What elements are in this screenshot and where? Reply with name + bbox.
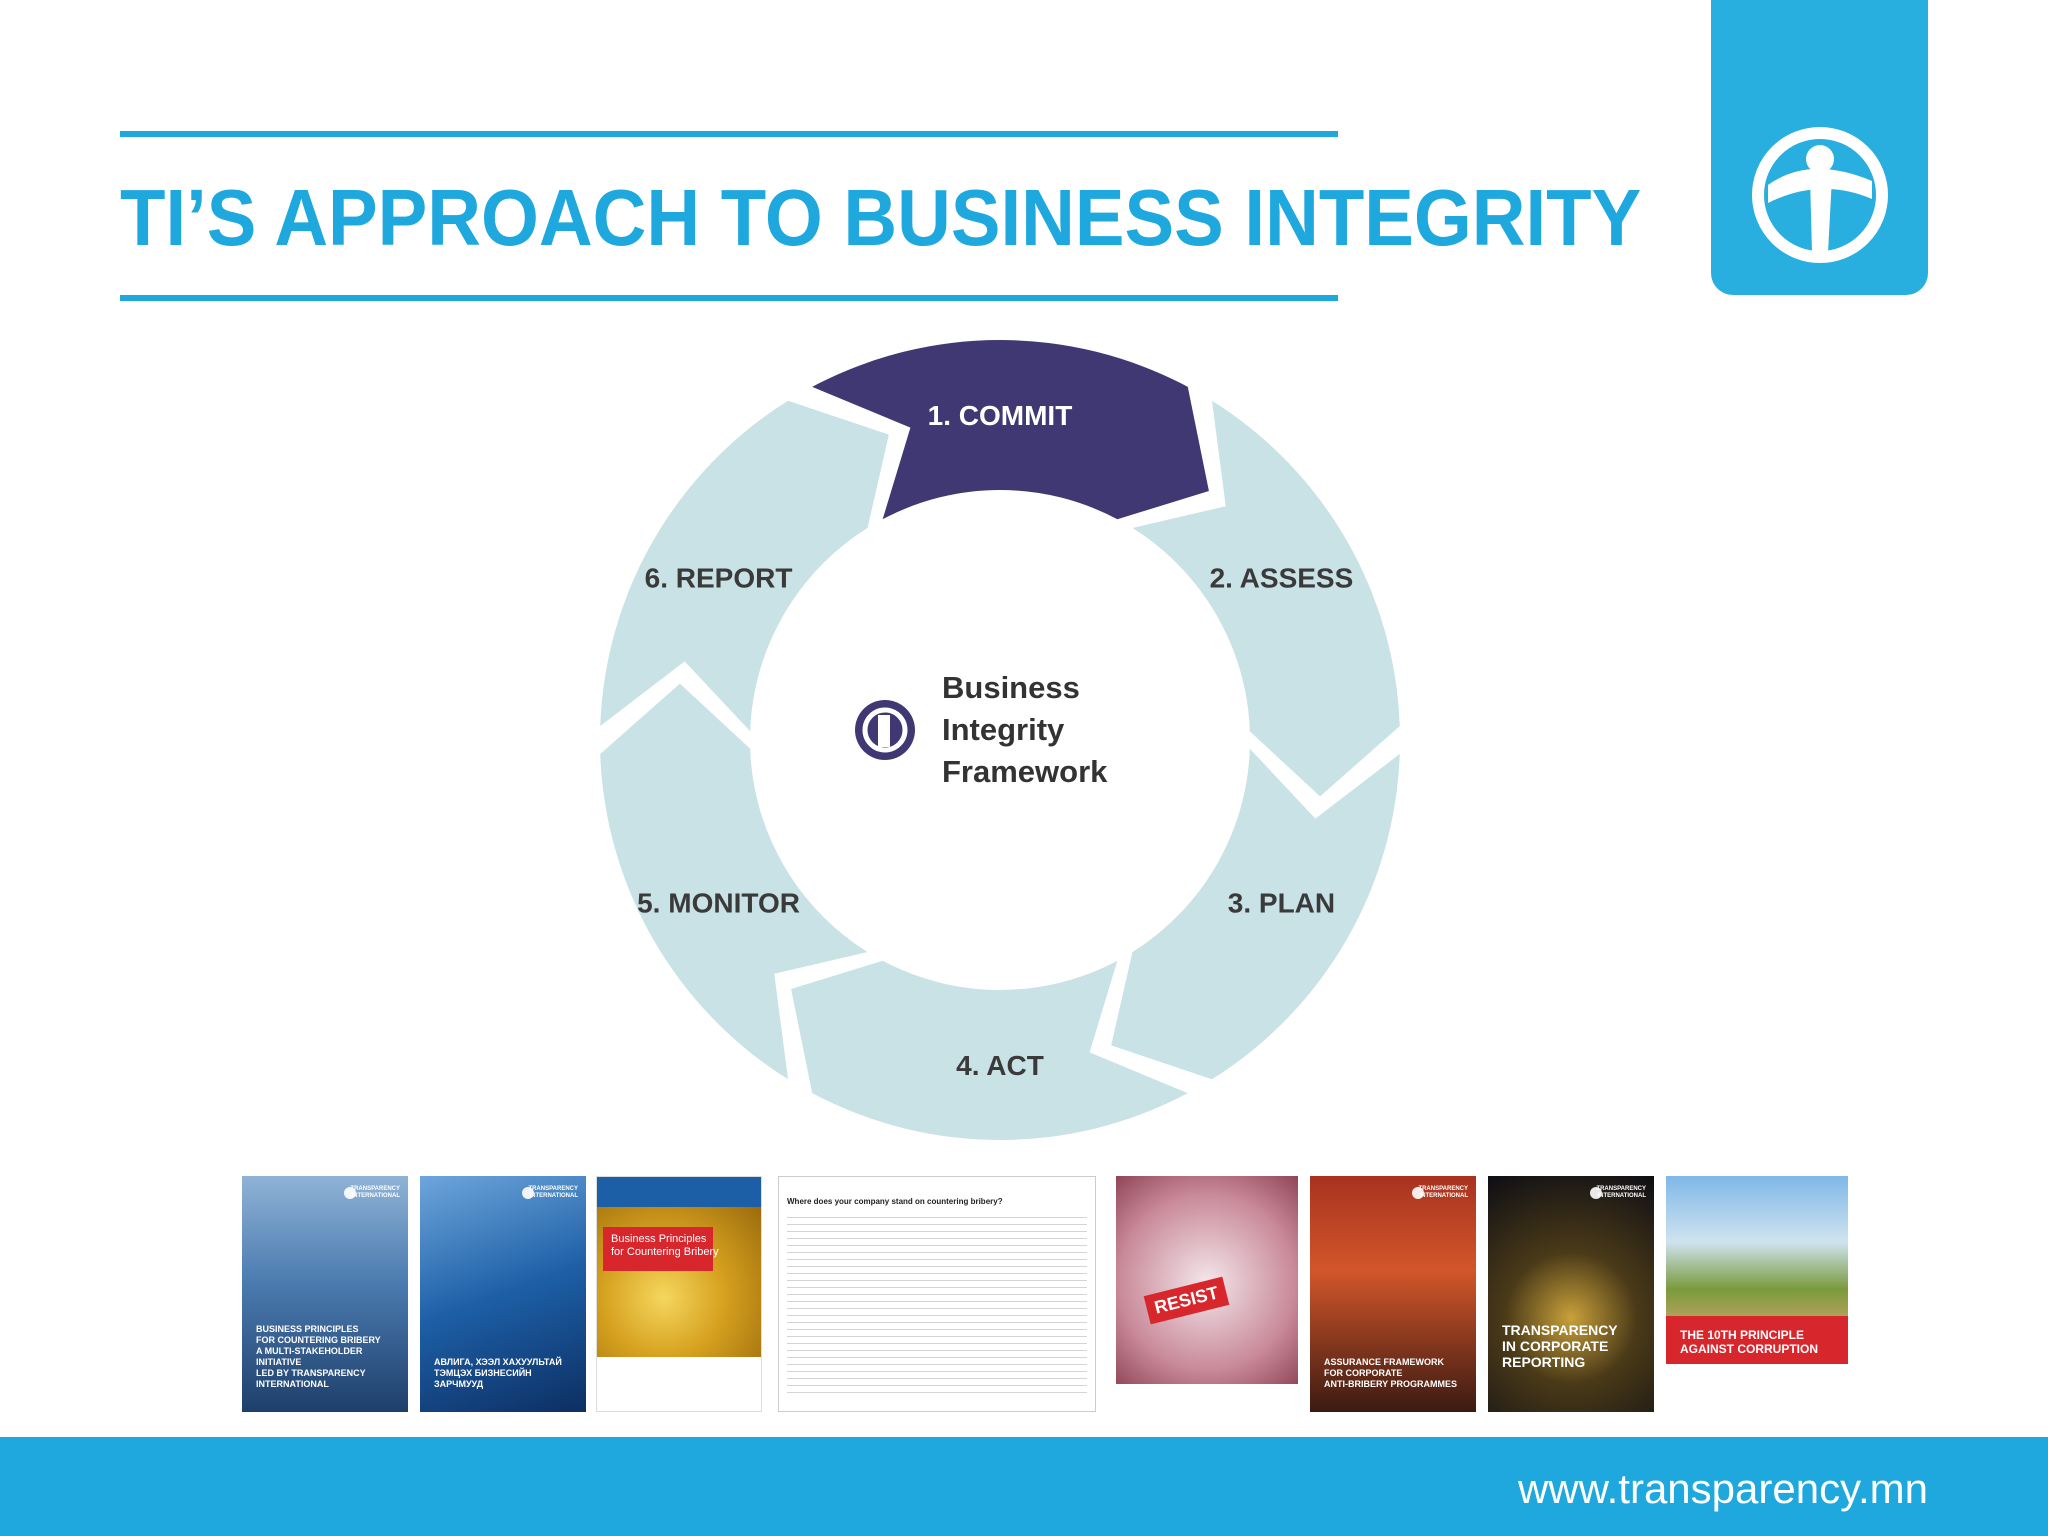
publication-cover-1[interactable]: TRANSPARENCY INTERNATIONAL BUSINESS PRIN… xyxy=(242,1176,408,1412)
publication-cover-7[interactable]: TRANSPARENCY INTERNATIONAL TRANSPARENCY … xyxy=(1488,1176,1654,1412)
cycle-stage-2 xyxy=(1132,400,1400,797)
center-line-3: Framework xyxy=(942,754,1108,789)
cycle-stage-5 xyxy=(600,683,868,1080)
website-url[interactable]: www.transparency.mn xyxy=(1517,1465,1928,1512)
cycle-stage-4 xyxy=(791,960,1188,1140)
cycle-stage-label-4: 4. ACT xyxy=(956,1050,1044,1081)
publication-title-2: АВЛИГА, ХЭЭЛ ХАХУУЛЬТАЙ ТЭМЦЭХ БИЗНЕСИЙН… xyxy=(434,1357,562,1389)
cycle-stage-label-3: 3. PLAN xyxy=(1228,888,1335,919)
center-line-2: Integrity xyxy=(942,712,1065,747)
publication-cover-8[interactable]: THE 10TH PRINCIPLE AGAINST CORRUPTION xyxy=(1666,1176,1848,1412)
cycle-stage-label-5: 5. MONITOR xyxy=(637,888,800,919)
framework-center: Business Integrity Framework xyxy=(855,670,1108,789)
publication-title-8: THE 10TH PRINCIPLE AGAINST CORRUPTION xyxy=(1680,1328,1818,1356)
logo-tab xyxy=(1711,0,1928,295)
publication-title-4: Where does your company stand on counter… xyxy=(787,1197,1003,1206)
publication-cover-3[interactable]: Business Principles for Countering Bribe… xyxy=(596,1176,762,1412)
publication-title-3: Business Principles for Countering Bribe… xyxy=(611,1233,719,1258)
slide-title: TI’S APPROACH TO BUSINESS INTEGRITY xyxy=(120,173,1642,262)
transparency-international-logo-icon xyxy=(1752,127,1888,263)
publication-title-6: ASSURANCE FRAMEWORK FOR CORPORATE ANTI-B… xyxy=(1324,1357,1458,1389)
cycle-stage-1 xyxy=(812,340,1209,520)
cycle-stage-label-1: 1. COMMIT xyxy=(928,400,1073,431)
cycle-stage-3 xyxy=(1111,748,1400,1080)
publication-cover-5[interactable]: RESIST xyxy=(1116,1176,1298,1412)
footer-bar: www.transparency.mn xyxy=(0,1437,2048,1536)
business-integrity-cycle-diagram: 1. COMMIT 2. ASSESS 3. PLAN 4. ACT 5. MONITO… xyxy=(600,340,1400,1140)
publication-cover-2[interactable]: TRANSPARENCY INTERNATIONAL АВЛИГА, ХЭЭЛ … xyxy=(420,1176,586,1412)
cycle-stage-label-2: 2. ASSESS xyxy=(1210,563,1354,594)
publication-covers: TRANSPARENCY INTERNATIONAL BUSINESS PRIN… xyxy=(242,1176,1850,1414)
publication-cover-4[interactable]: Where does your company stand on counter… xyxy=(778,1176,1096,1412)
publication-title-1: BUSINESS PRINCIPLES FOR COUNTERING BRIBE… xyxy=(256,1324,381,1389)
publication-title-7: TRANSPARENCY IN CORPORATE REPORTING xyxy=(1502,1322,1618,1370)
center-line-1: Business xyxy=(942,670,1080,705)
cycle-stage-label-6: 6. REPORT xyxy=(645,563,793,594)
title-top-rule xyxy=(120,131,1338,137)
publication-title-5: RESIST xyxy=(1143,1276,1230,1325)
publication-cover-6[interactable]: TRANSPARENCY INTERNATIONAL ASSURANCE FRA… xyxy=(1310,1176,1476,1412)
title-bottom-rule xyxy=(120,295,1338,301)
cycle-stage-6 xyxy=(600,400,889,732)
